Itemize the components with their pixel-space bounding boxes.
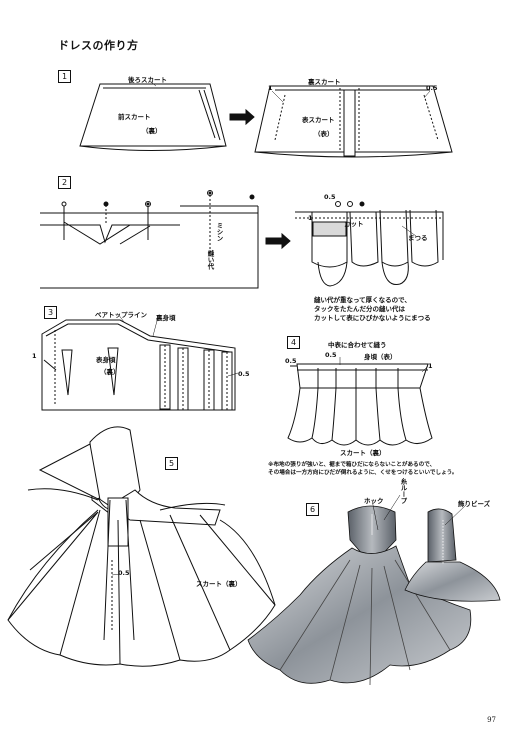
label-match-center: 中表に合わせて縫う (328, 341, 387, 349)
label-hook: ホック (364, 497, 384, 505)
label-basting: 縫い代 (206, 250, 214, 270)
step1-drawing (79, 83, 453, 158)
step6-drawing (247, 494, 501, 686)
note-box-pleats: ※布地の張りが強いと、裾まで箱ひだにならないことがあるので、 その場合は一方方向… (268, 462, 458, 476)
measure-1: 1 (308, 214, 313, 222)
measure-0-5: 0.5 (118, 569, 130, 577)
label-front-skirt: 前スカート (118, 113, 151, 121)
label-bodice-right-side: 身頃（表） (364, 353, 397, 361)
step2-drawing (40, 190, 444, 289)
label-front-skirt-right: 表スカート (302, 116, 335, 124)
label-wrong-side: （裏） (142, 127, 162, 135)
step-number-6: 6 (306, 503, 319, 516)
leader-lines (111, 80, 431, 576)
label-cut: カット (344, 220, 364, 228)
measure-0-5: 0.5 (325, 351, 337, 359)
label-back-skirt: 後ろスカート (128, 76, 167, 84)
label-skirt-wrong-side: スカート（裏） (196, 580, 242, 588)
label-bare-top-line: ベアトップライン (95, 311, 147, 319)
measure-0-5: 0.5 (426, 84, 438, 92)
label-lining-bodice: 裏身頃 (156, 314, 176, 322)
measure-0-5: 0.5 (238, 370, 250, 378)
step-number-2: 2 (58, 176, 71, 189)
measure-1: 1 (32, 352, 37, 360)
label-back-skirt-right: 裏スカート (308, 78, 341, 86)
label-outer-bodice: 表身頃 (96, 356, 116, 364)
step-number-3: 3 (44, 306, 57, 319)
measure-1: 1 (428, 362, 433, 370)
label-decorative-beads: 飾りビーズ (458, 500, 491, 508)
measure-0-5: 0.5 (285, 357, 297, 365)
label-right-side: （表） (314, 130, 334, 138)
page-number: 97 (487, 716, 496, 724)
step-number-5: 5 (165, 457, 178, 470)
measure-0-5: 0.5 (324, 193, 336, 201)
step3-drawing (41, 319, 236, 411)
note-seam-allowance: 縫い代が重なって厚くなるので、 タックをたたんだ分の縫い代は カットして表にひび… (314, 296, 431, 322)
label-tuck: まつる (408, 234, 428, 242)
measure-1: 1 (268, 84, 273, 92)
step5-drawing (7, 426, 276, 667)
step4-drawing (287, 363, 433, 446)
step-number-1: 1 (58, 70, 71, 83)
step-number-4: 4 (287, 336, 300, 349)
page-title: ドレスの作り方 (58, 39, 139, 52)
label-thread-loop: 糸ループ (399, 478, 407, 504)
label-sewing: ミシン (215, 222, 223, 242)
label-wrong-side: （裏） (100, 368, 120, 376)
label-skirt-wrong-side: スカート（裏） (340, 449, 386, 457)
